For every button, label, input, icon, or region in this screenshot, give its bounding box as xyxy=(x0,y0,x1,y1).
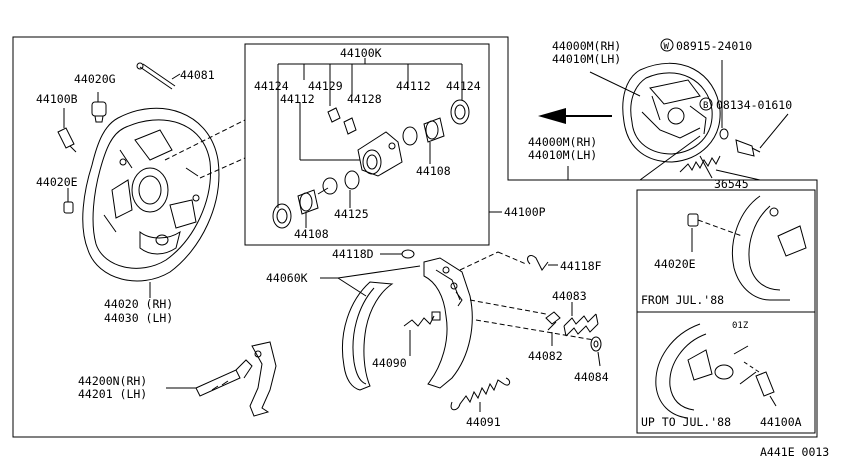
wheel-cylinder-bracket xyxy=(277,58,463,208)
clip-44118F xyxy=(527,255,549,271)
label-44108-left: 44108 xyxy=(294,227,329,241)
circle-w-letter: W xyxy=(664,42,670,52)
label-44129: 44129 xyxy=(308,79,343,93)
wheel-cylinder-box xyxy=(244,43,490,246)
brake-shoes xyxy=(341,257,473,391)
label-08134: 08134-01610 xyxy=(716,98,792,112)
label-44200N: 44200N(RH) xyxy=(78,374,147,388)
direction-arrow xyxy=(538,108,612,124)
bolt-44081 xyxy=(136,62,176,90)
label-44112-left: 44112 xyxy=(280,92,315,106)
label-44020G: 44020G xyxy=(74,72,116,86)
main-frame xyxy=(12,36,818,438)
circle-marker-b xyxy=(699,97,713,111)
label-44000M-top: 44000M(RH) xyxy=(552,39,621,53)
label-44000M-mid: 44000M(RH) xyxy=(528,135,597,149)
diagram-id: A441E 0013 xyxy=(760,445,829,459)
shoe-dashed-lines xyxy=(459,251,595,341)
bleeder-44100B xyxy=(57,127,77,153)
backing-plate xyxy=(82,107,220,282)
label-44108-right: 44108 xyxy=(416,164,451,178)
label-44020: 44020 (RH) xyxy=(104,297,173,311)
plug-44020E xyxy=(63,201,74,214)
label-44010M-mid: 44010M(LH) xyxy=(528,148,597,162)
spring-set xyxy=(545,311,602,352)
label-44100K: 44100K xyxy=(340,46,382,60)
brake-assembly xyxy=(622,62,721,163)
circle-b-letter: B xyxy=(703,101,708,111)
inset-mark: 01Z xyxy=(732,321,749,331)
label-44010M-top: 44010M(LH) xyxy=(552,52,621,66)
pin-44118D xyxy=(401,249,415,259)
label-44118D: 44118D xyxy=(332,247,374,261)
clip-44020G xyxy=(91,101,107,123)
label-44084: 44084 xyxy=(574,370,609,384)
label-44030: 44030 (LH) xyxy=(104,311,173,325)
spring-36545 xyxy=(679,155,721,173)
label-44124-left: 44124 xyxy=(254,79,289,93)
backing-plate-leaders xyxy=(63,73,246,298)
label-44091: 44091 xyxy=(466,415,501,429)
circle-marker-w xyxy=(660,38,674,52)
pin-44090 xyxy=(403,311,441,327)
label-44082: 44082 xyxy=(528,349,563,363)
label-44100A: 44100A xyxy=(760,415,802,429)
spring-44091 xyxy=(450,377,511,411)
label-44100P: 44100P xyxy=(504,205,546,219)
shoe-leaders xyxy=(320,253,601,412)
inset-from-jul88-drawing xyxy=(687,195,807,301)
label-36545: 36545 xyxy=(714,177,749,191)
inset-up-to-jul88-drawing xyxy=(655,323,777,419)
label-44083: 44083 xyxy=(552,289,587,303)
label-44125: 44125 xyxy=(334,207,369,221)
inset-up-to-jul88-box xyxy=(636,311,816,434)
label-44128: 44128 xyxy=(347,92,382,106)
label-44081: 44081 xyxy=(180,68,215,82)
label-44124-right: 44124 xyxy=(446,79,481,93)
label-44020E-inset: 44020E xyxy=(654,257,696,271)
label-44118F: 44118F xyxy=(560,259,602,273)
wheel-cylinder-parts xyxy=(272,99,470,229)
label-08915: 08915-24010 xyxy=(676,39,752,53)
label-44090: 44090 xyxy=(372,356,407,370)
label-44060K: 44060K xyxy=(266,271,308,285)
label-44020E: 44020E xyxy=(36,175,78,189)
brake-assembly-leaders xyxy=(567,60,789,181)
label-up-to-jul88: UP TO JUL.'88 xyxy=(641,415,731,429)
wheel-cylinder-leaders xyxy=(305,142,502,228)
label-from-jul88: FROM JUL.'88 xyxy=(641,293,724,307)
label-44201: 44201 (LH) xyxy=(78,387,147,401)
label-44100B: 44100B xyxy=(36,92,78,106)
label-44112-right: 44112 xyxy=(396,79,431,93)
adjuster-lever xyxy=(195,341,277,417)
washer-bolt xyxy=(719,128,761,157)
